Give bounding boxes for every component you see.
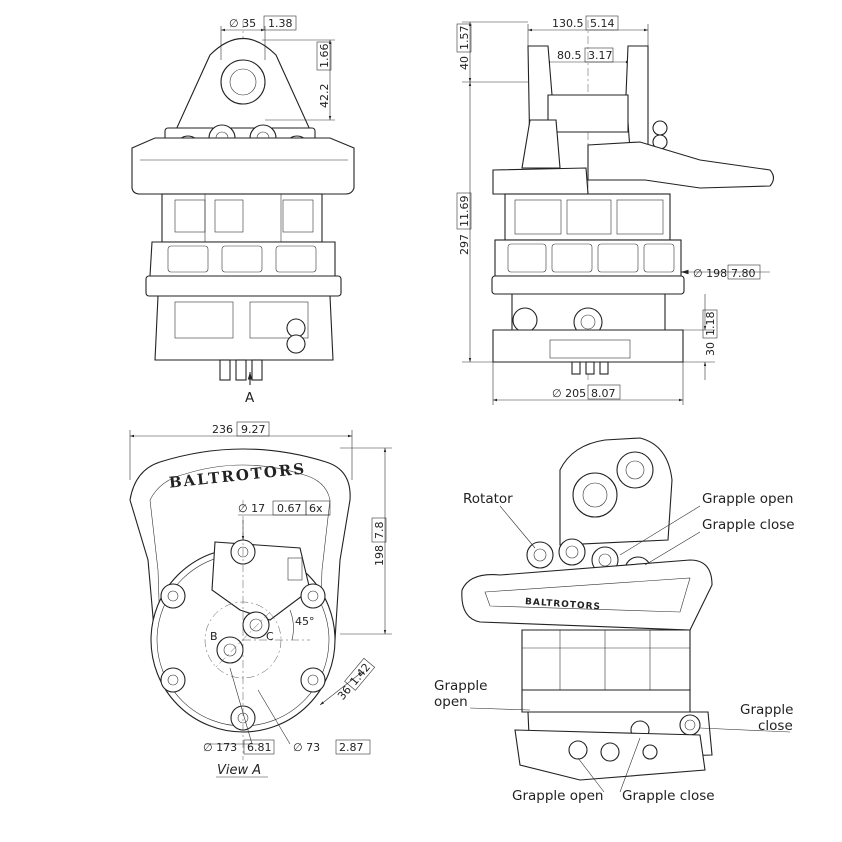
lever-arm: [587, 141, 775, 189]
offset-inch: 1.42: [347, 661, 373, 688]
side-view: 130.5 5.14 80.5 3.17 40 1.57 297 11.69: [456, 15, 775, 405]
view-a: 236 9.27 198 7.8 BALTROTORS: [129, 421, 392, 778]
height-mm: 297: [458, 234, 471, 255]
inner-circle-inch: 2.87: [339, 741, 364, 754]
bolt-holes: [160, 539, 326, 731]
label-grapple-open-left-2: open: [434, 694, 468, 710]
body-dia-inch: 7.80: [731, 267, 756, 280]
va-height-mm: 198: [373, 545, 386, 566]
inner-circle-mm: ∅ 73: [293, 741, 320, 754]
flange-dia-inch: 8.07: [591, 387, 616, 400]
hole-dia-inch: 0.67: [277, 502, 302, 515]
pin-top-inch: 1.66: [318, 44, 331, 69]
pin-dia-inch: 1.38: [268, 17, 293, 30]
va-width-inch: 9.27: [241, 423, 266, 436]
body-dia-mm: ∅ 198: [693, 267, 727, 280]
flange-h-inch: 1.18: [704, 312, 717, 337]
link-housing: [131, 137, 355, 195]
front-view: ∅ 35 1.38 1.66 42.2: [131, 15, 355, 406]
va-width-mm: 236: [212, 423, 233, 436]
stator: [149, 241, 336, 277]
label-rotator: Rotator: [463, 491, 513, 507]
iso-view: BALTROTORS Rotator Grapple open Grapple …: [434, 437, 795, 804]
gap-mm: 80.5: [557, 49, 582, 62]
valve-block: [154, 295, 334, 361]
label-grapple-close-bottom: Grapple close: [622, 788, 715, 804]
label-grapple-open-bottom: Grapple open: [512, 788, 603, 804]
rotor-body: [161, 193, 323, 243]
top-inch: 1.57: [458, 26, 471, 51]
pin-hole: [220, 59, 266, 105]
label-grapple-close-right-1: Grapple: [740, 702, 793, 718]
height-inch: 11.69: [458, 196, 471, 228]
angle-label: 45°: [295, 615, 315, 628]
bolt-circle-mm: ∅ 173: [203, 741, 237, 754]
hole-count: 6x: [309, 502, 323, 515]
gap-inch: 3.17: [588, 49, 613, 62]
view-arrow-label: A: [245, 390, 255, 406]
label-grapple-open-left-1: Grapple: [434, 678, 487, 694]
flange: [492, 329, 684, 363]
top-mm: 40: [458, 56, 471, 70]
label-grapple-close-top: Grapple close: [702, 517, 795, 533]
port-b-label: B: [210, 630, 218, 643]
pin-top-mm: 42.2: [318, 84, 331, 109]
view-a-caption: View A: [217, 763, 261, 778]
bolt-circle-inch: 6.81: [247, 741, 272, 754]
width-mm: 130.5: [552, 17, 584, 30]
width-inch: 5.14: [590, 17, 615, 30]
port-c-label: C: [266, 630, 274, 643]
flange-dia-mm: ∅ 205: [552, 387, 586, 400]
flange-h-mm: 30: [704, 342, 717, 356]
pin-dia-label: ∅ 35: [229, 17, 256, 30]
label-grapple-close-right-2: close: [758, 718, 793, 734]
va-height-inch: 7.8: [373, 522, 386, 540]
iso-link: [461, 559, 713, 631]
label-grapple-open-top: Grapple open: [702, 491, 793, 507]
hole-dia-mm: ∅ 17: [238, 502, 265, 515]
iso-fittings: [526, 538, 652, 584]
offset-mm: 36: [335, 683, 354, 702]
